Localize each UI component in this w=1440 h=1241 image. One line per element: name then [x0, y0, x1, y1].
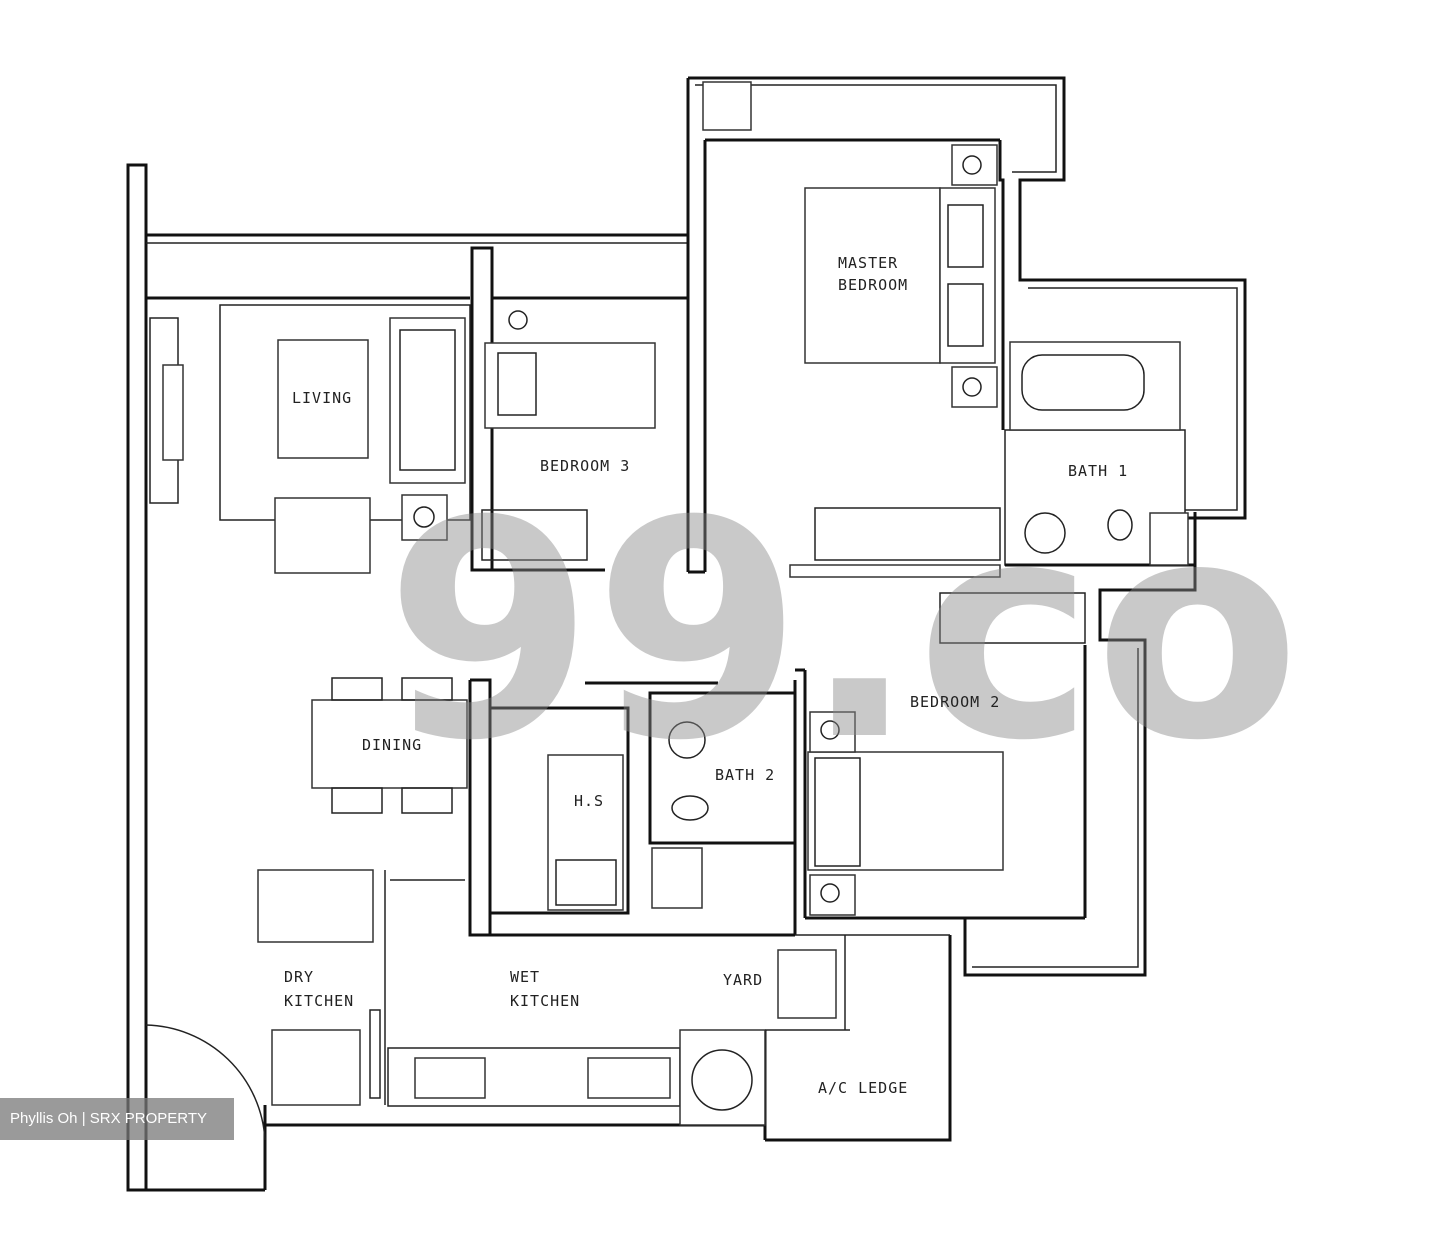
interior-walls — [384, 140, 1195, 1140]
outer-walls — [126, 76, 1247, 1192]
label-dining: DINING — [362, 736, 422, 754]
label-bath-1: BATH 1 — [1068, 462, 1128, 480]
credit-badge: Phyllis Oh | SRX PROPERTY — [0, 1098, 234, 1140]
label-living: LIVING — [292, 389, 352, 407]
label-hs: H.S — [574, 792, 604, 810]
label-bath-2: BATH 2 — [715, 766, 775, 784]
label-wet-line1: WET — [510, 968, 540, 986]
label-ac-ledge: A/C LEDGE — [818, 1079, 908, 1097]
furniture — [145, 81, 1189, 1141]
label-bedroom-2: BEDROOM 2 — [910, 693, 1000, 711]
label-wet-line2: KITCHEN — [510, 992, 580, 1010]
label-master-line1: MASTER — [838, 254, 898, 272]
label-bedroom-3: BEDROOM 3 — [540, 457, 630, 475]
label-master-line2: BEDROOM — [838, 276, 908, 294]
room-labels: LIVING BEDROOM 3 MASTER BEDROOM BATH 1 B… — [284, 254, 1128, 1097]
watermark-text: 99.co — [385, 457, 1300, 806]
label-dry-line1: DRY — [284, 968, 314, 986]
label-yard: YARD — [723, 971, 763, 989]
label-dry-line2: KITCHEN — [284, 992, 354, 1010]
